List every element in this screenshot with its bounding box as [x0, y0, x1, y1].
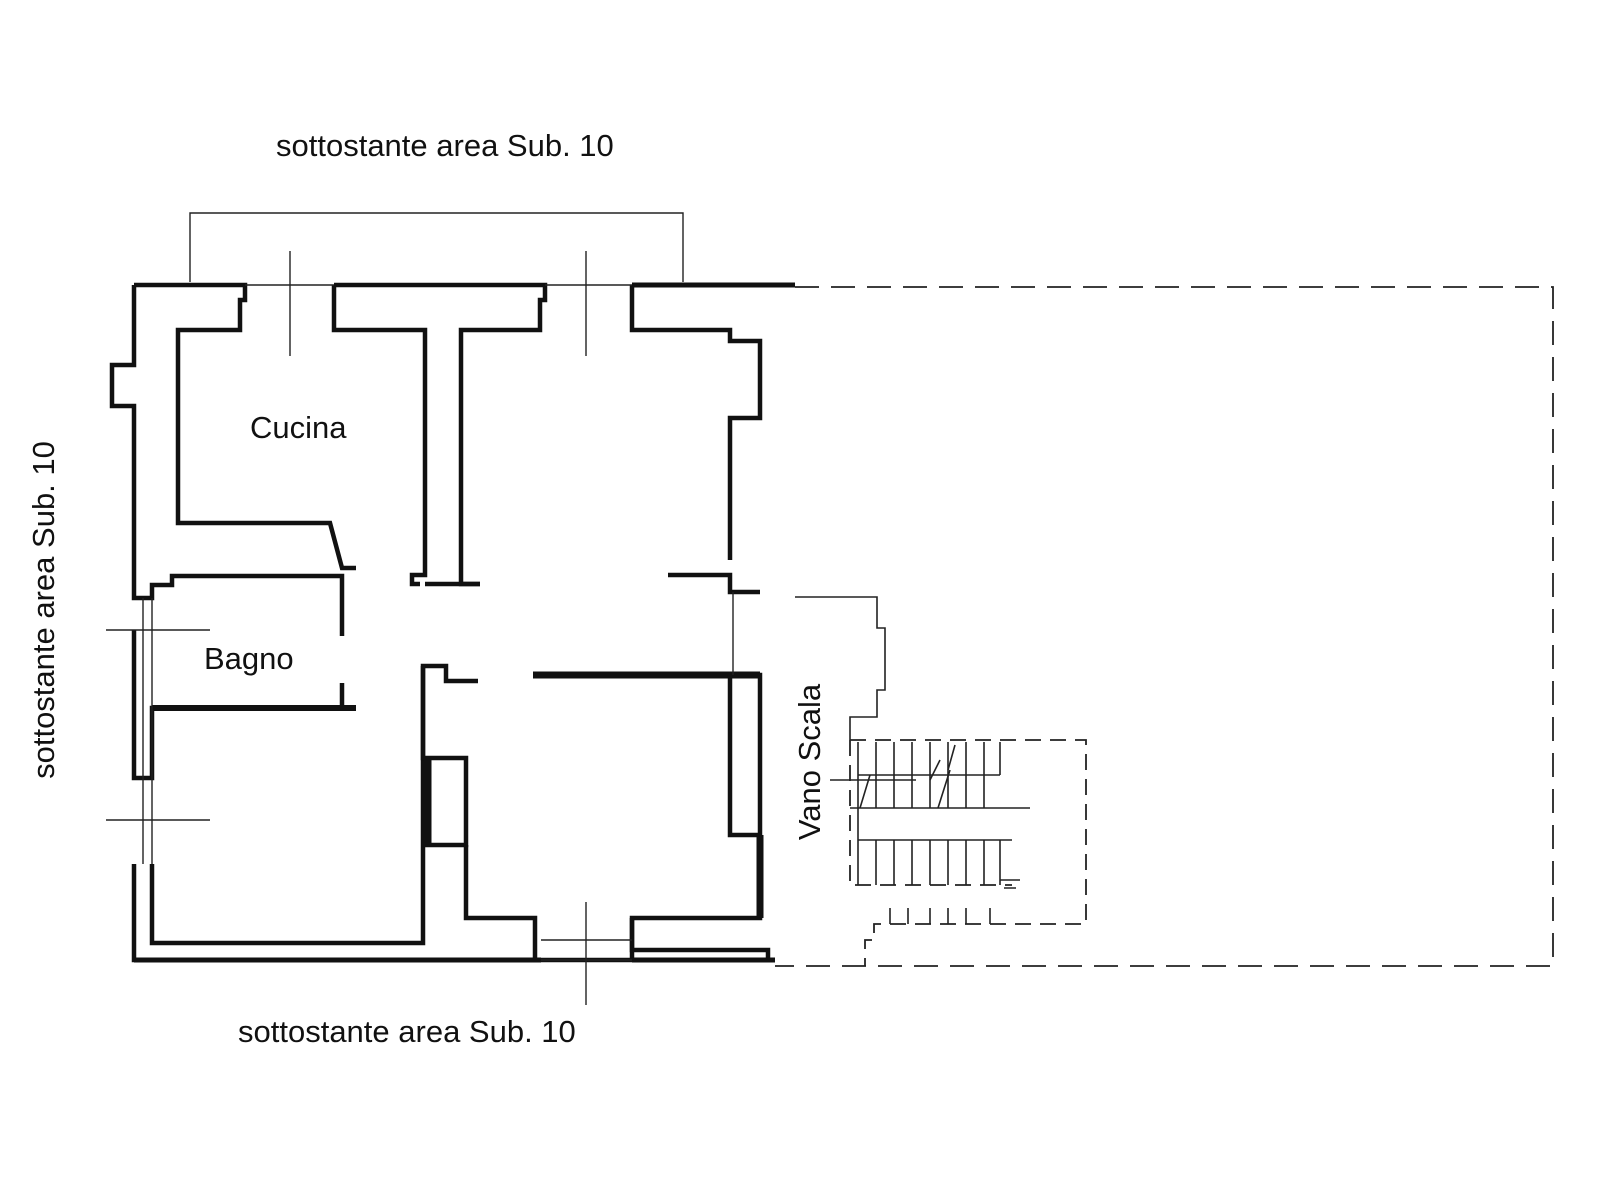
wall-stub-top-right [629, 285, 763, 560]
room-lower-right [463, 672, 763, 963]
outer-wall-top [134, 282, 356, 571]
room-lower-right-inner [727, 675, 760, 838]
label-bagno: Bagno [204, 641, 294, 676]
label-area-bottom: sottostante area Sub. 10 [238, 1014, 576, 1049]
stair-box-dashed [850, 739, 1087, 966]
property-extent-dashed [775, 286, 1554, 967]
outer-wall-top-mid [334, 282, 548, 587]
central-wall-lower [420, 666, 469, 848]
outer-wall-left-bottom [131, 864, 541, 963]
stair-box-left-dashed [849, 740, 1012, 886]
outer-wall-left [109, 285, 345, 636]
label-area-left: sottostante area Sub. 10 [26, 441, 61, 779]
stair-treads [850, 742, 1030, 924]
label-area-top: sottostante area Sub. 10 [276, 128, 614, 163]
label-vano-scala: Vano Scala [792, 683, 827, 841]
stair-outline [795, 596, 886, 740]
partition-t-left [331, 285, 428, 587]
corridor-stub-right [668, 572, 760, 595]
label-cucina: Cucina [250, 410, 347, 445]
balcony-outline [189, 212, 684, 282]
outer-wall-bottom-right [629, 918, 771, 960]
